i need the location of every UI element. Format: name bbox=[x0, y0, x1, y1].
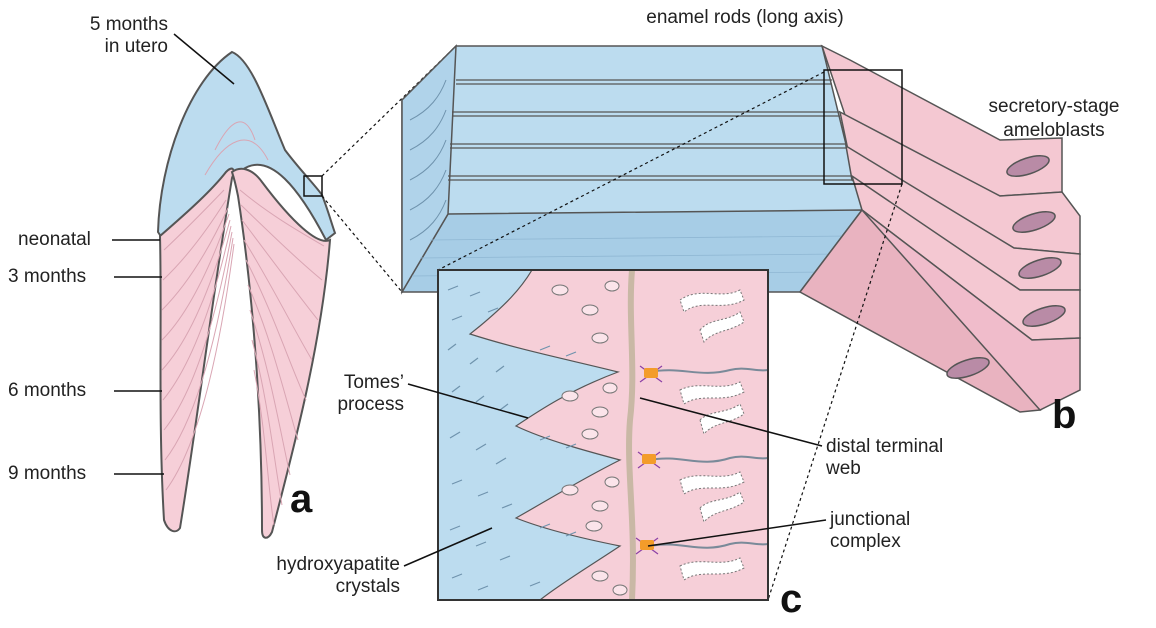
label-5-months: 5 months bbox=[90, 14, 168, 35]
panel-label-b: b bbox=[1052, 393, 1076, 437]
panel-a-tooth bbox=[158, 52, 335, 538]
label-6-months: 6 months bbox=[8, 380, 86, 401]
label-neonatal: neonatal bbox=[18, 229, 91, 250]
label-9-months: 9 months bbox=[8, 463, 86, 484]
panel-label-a: a bbox=[290, 477, 313, 521]
label-web: web bbox=[825, 458, 861, 479]
panel-label-c: c bbox=[780, 577, 802, 621]
label-complex: complex bbox=[830, 531, 901, 552]
label-enamel-rods: enamel rods (long axis) bbox=[646, 7, 843, 28]
panel-c-detail bbox=[438, 270, 768, 600]
label-hydroxyapatite: hydroxyapatite bbox=[276, 554, 400, 575]
tooth-dentin-right bbox=[232, 169, 330, 538]
label-in-utero: in utero bbox=[105, 36, 168, 57]
label-ameloblasts: ameloblasts bbox=[1003, 120, 1104, 141]
label-distal-terminal: distal terminal bbox=[826, 436, 943, 457]
label-secretory-stage: secretory-stage bbox=[989, 96, 1120, 117]
label-tomes: Tomes’ bbox=[344, 372, 404, 393]
label-crystals: crystals bbox=[336, 576, 400, 597]
label-3-months: 3 months bbox=[8, 266, 86, 287]
label-process: process bbox=[337, 394, 404, 415]
label-junctional: junctional bbox=[829, 509, 910, 530]
panel-b-block bbox=[402, 46, 862, 292]
